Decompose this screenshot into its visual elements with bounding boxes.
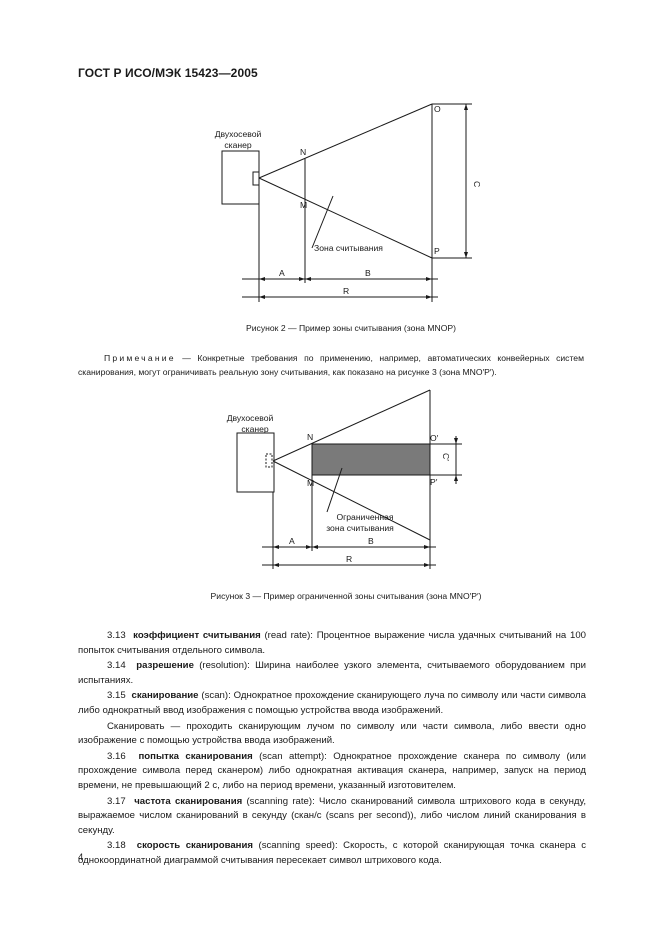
- terms-section: 3.13 коэффициент считывания (read rate):…: [78, 629, 586, 870]
- term-definition: (resolution): Ширина наиболее узкого эле…: [78, 660, 586, 686]
- term-title: сканирование: [131, 690, 199, 702]
- point-p-label: P: [434, 246, 440, 256]
- restricted-zone-label-line2: зона считывания: [326, 523, 394, 533]
- document-header: ГОСТ Р ИСО/МЭК 15423—2005: [78, 66, 258, 80]
- point-p-prime-label: P′: [430, 477, 438, 487]
- figure-2-caption: Рисунок 2 — Пример зоны считывания (зона…: [246, 323, 456, 333]
- term-definition: (scanning speed): Скорость, с которой ск…: [78, 840, 586, 866]
- dim-a-label: A: [279, 268, 285, 278]
- point-n-label: N: [300, 147, 306, 157]
- dim-b-label: B: [365, 268, 371, 278]
- figure-3-caption: Рисунок 3 — Пример ограниченной зоны счи…: [211, 591, 482, 601]
- dim-c-prime-label: C′: [441, 453, 451, 461]
- term-3-15: 3.15 сканирование (scan): Однократное пр…: [78, 689, 586, 718]
- term-definition: (read rate): Процентное выражение числа …: [78, 630, 586, 656]
- term-number: 3.18: [107, 840, 126, 852]
- scanner-label-line1: Двухосевой: [215, 129, 262, 139]
- term-3-13: 3.13 коэффициент считывания (read rate):…: [78, 629, 586, 658]
- term-definition: Сканировать — проходить сканирующим лучо…: [78, 720, 586, 747]
- dim-r-label: R: [346, 554, 352, 564]
- dim-a-label: A: [289, 536, 295, 546]
- restricted-zone-label-line1: Ограниченная: [336, 512, 393, 522]
- term-number: 3.16: [107, 750, 126, 762]
- term-title: частота сканирования: [134, 795, 243, 807]
- term-3-14: 3.14 разрешение (resolution): Ширина наи…: [78, 659, 586, 688]
- term-title: разрешение: [136, 660, 194, 672]
- term-number: 3.17: [107, 795, 126, 807]
- zone-label: Зона считывания: [314, 243, 383, 253]
- restricted-zone-area: [311, 443, 431, 476]
- term-3-18: 3.18 скорость сканирования (scanning spe…: [78, 839, 586, 868]
- note-paragraph: Примечание — Конкретные требования по пр…: [78, 352, 584, 379]
- scanner-box: [236, 432, 275, 493]
- point-o-prime-label: O′: [430, 433, 439, 443]
- page-number: 4: [78, 852, 84, 863]
- scanner-label-line1: Двухосевой: [227, 413, 274, 423]
- point-n-label: N: [307, 432, 313, 442]
- point-o-label: O: [434, 104, 441, 114]
- term-number: 3.14: [107, 660, 126, 672]
- term-title: попытка сканирования: [138, 750, 253, 762]
- term-3-17: 3.17 частота сканирования (scanning rate…: [78, 795, 586, 839]
- point-m-label: M: [300, 200, 307, 210]
- term-definition: (scan): Однократное прохождение сканирую…: [78, 690, 586, 716]
- term-number: 3.15: [107, 690, 126, 702]
- term-definition: (scanning rate): Число сканирований симв…: [78, 795, 586, 836]
- term-title: скорость сканирования: [136, 840, 253, 852]
- term-number: 3.13: [107, 630, 126, 641]
- dim-b-label: B: [368, 536, 374, 546]
- term-title: коэффициент считывания: [133, 630, 261, 641]
- scanner-window: [265, 453, 273, 468]
- point-m-label: M: [307, 478, 314, 488]
- term-3-15-note: Сканировать — проходить сканирующим лучо…: [78, 720, 586, 749]
- term-definition: (scan attempt): Однократное прохождение …: [78, 750, 586, 791]
- term-3-16: 3.16 попытка сканирования (scan attempt)…: [78, 750, 586, 794]
- scanner-label-line2: сканер: [241, 424, 269, 434]
- note-text: — Конкретные требования по применению, н…: [78, 353, 584, 377]
- scanner-label-line2: сканер: [224, 140, 252, 150]
- dim-c-label: C: [472, 181, 482, 187]
- note-prefix: Примечание: [104, 353, 176, 363]
- dim-r-label: R: [343, 286, 349, 296]
